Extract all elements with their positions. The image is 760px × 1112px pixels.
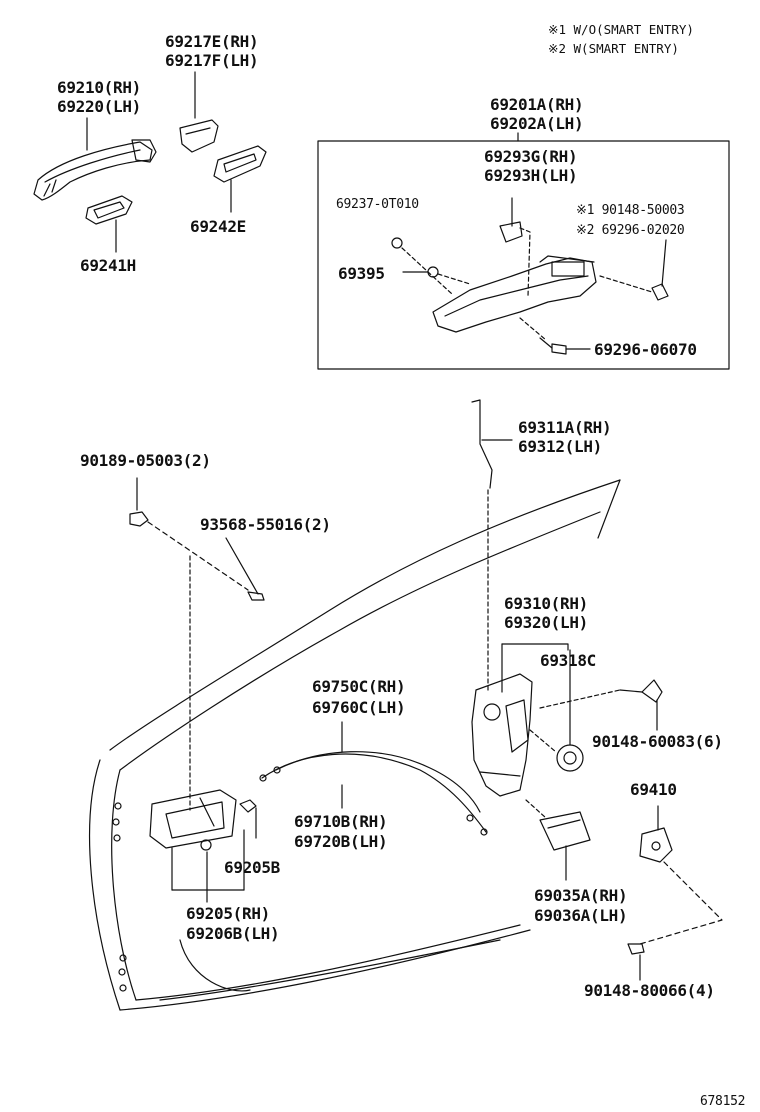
label-69036a: 69036A(LH) bbox=[534, 906, 628, 925]
label-69318c: 69318C bbox=[540, 651, 596, 670]
label-69237: 69237-0T010 bbox=[336, 197, 419, 212]
frame-assembly-box bbox=[317, 132, 730, 370]
lock-rod-drawing bbox=[471, 399, 513, 691]
label-69202a: 69202A(LH) bbox=[490, 114, 584, 133]
label-69750c: 69750C(RH) bbox=[312, 677, 406, 696]
note-wo-smart-entry: ※1 W/O(SMART ENTRY) bbox=[548, 22, 694, 37]
label-90189: 90189-05003(2) bbox=[80, 451, 211, 470]
label-69205: 69205(RH) bbox=[186, 904, 270, 923]
outside-handle-drawing bbox=[33, 117, 157, 201]
label-69205b: 69205B bbox=[224, 858, 280, 877]
striker-drawing bbox=[627, 805, 723, 981]
label-69210: 69210(RH) bbox=[57, 78, 141, 97]
door-lock-drawing bbox=[471, 643, 663, 881]
note-w-smart-entry: ※2 W(SMART ENTRY) bbox=[548, 41, 679, 56]
door-outline-drawing bbox=[88, 479, 621, 1011]
label-69760c: 69760C(LH) bbox=[312, 698, 406, 717]
label-69311a: 69311A(RH) bbox=[518, 418, 612, 437]
label-69220: 69220(LH) bbox=[57, 97, 141, 116]
label-93568: 93568-55016(2) bbox=[200, 515, 331, 534]
diagram-reference-number: 678152 bbox=[700, 1094, 746, 1109]
label-90148-60083: 90148-60083(6) bbox=[592, 732, 723, 751]
label-69296-06070: 69296-06070 bbox=[594, 340, 697, 359]
handle-seal-drawing bbox=[85, 195, 133, 253]
label-69293h: 69293H(LH) bbox=[484, 166, 578, 185]
frame-assembly-drawing bbox=[391, 197, 669, 355]
label-90148-50003: ※1 90148-50003 bbox=[576, 203, 685, 218]
label-69217e: 69217E(RH) bbox=[165, 32, 259, 51]
label-69201a: 69201A(RH) bbox=[490, 95, 584, 114]
label-69242e: 69242E bbox=[190, 217, 246, 236]
clip-and-screw-drawing bbox=[129, 477, 265, 811]
label-69035a: 69035A(RH) bbox=[534, 886, 628, 905]
inside-handle-drawing bbox=[149, 789, 257, 903]
handle-pad-drawing bbox=[213, 145, 267, 213]
label-69296-02020: ※2 69296-02020 bbox=[576, 223, 685, 238]
label-69320: 69320(LH) bbox=[504, 613, 588, 632]
label-69217f: 69217F(LH) bbox=[165, 51, 259, 70]
label-90148-80066: 90148-80066(4) bbox=[584, 981, 715, 1000]
label-69410: 69410 bbox=[630, 780, 677, 799]
handle-cover-drawing bbox=[179, 71, 219, 153]
label-69395: 69395 bbox=[338, 264, 385, 283]
label-69310: 69310(RH) bbox=[504, 594, 588, 613]
label-69720b: 69720B(LH) bbox=[294, 832, 388, 851]
label-69206b: 69206B(LH) bbox=[186, 924, 280, 943]
label-69710b: 69710B(RH) bbox=[294, 812, 388, 831]
label-69241h: 69241H bbox=[80, 256, 136, 275]
cables-drawing bbox=[259, 721, 488, 836]
label-69312: 69312(LH) bbox=[518, 437, 602, 456]
label-69293g: 69293G(RH) bbox=[484, 147, 578, 166]
